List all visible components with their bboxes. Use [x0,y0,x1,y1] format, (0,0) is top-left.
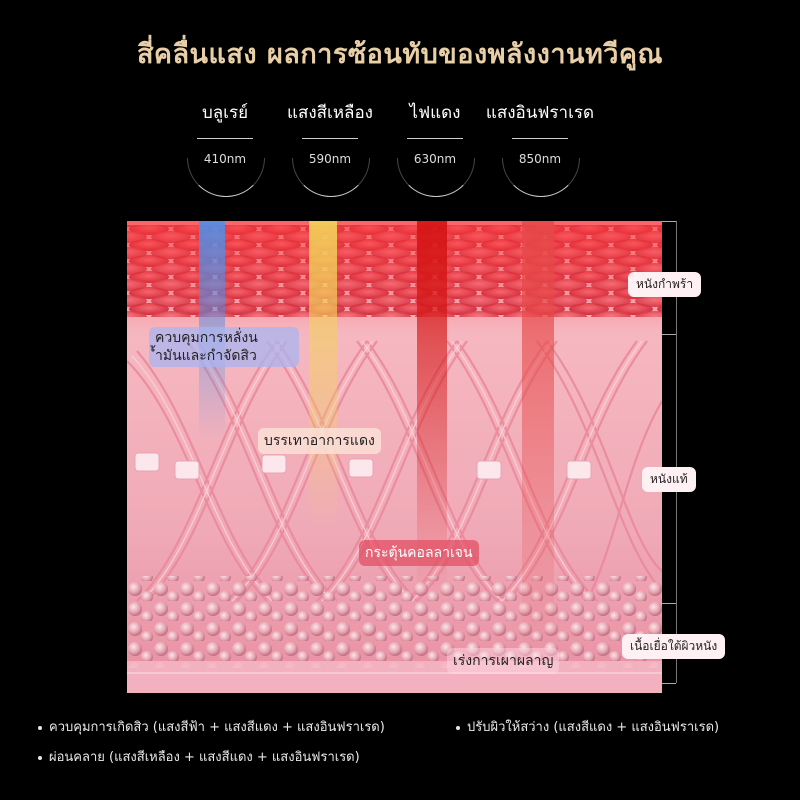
divider [302,138,358,139]
divider [197,138,253,139]
layer-axis [676,221,677,683]
note-text: ปรับผิวให้สว่าง (แสงสีแดง + แสงอินฟราเรด… [467,720,720,735]
wavelength-yellow: แสงสีเหลือง 590nm [270,100,390,166]
wavelength-blue: บลูเรย์ 410nm [165,100,285,166]
bullet-icon [38,755,42,760]
layer-label-epidermis: หนังกำพร้า [628,272,702,297]
effect-label-infrared: เร่งการเผาผลาญ [447,648,560,674]
effect-label-yellow: บรรเทาอาการแดง [258,428,381,454]
layer-tick [662,334,676,335]
layer-label-dermis: หนังแท้ [642,467,696,492]
effect-text-line2: ้ำมันและกำจัดสิว [155,348,257,364]
effect-label-red: กระตุ้นคอลลาเจน [359,540,479,566]
note-item: ปรับผิวให้สว่าง (แสงสีแดง + แสงอินฟราเรด… [456,716,719,737]
bullet-icon [456,725,460,730]
divider [512,138,568,139]
wavelength-infrared: แสงอินฟราเรด 850nm [480,100,600,166]
page-title: สี่คลื่นแสง ผลการซ้อนทับของพลังงานทวีคูณ [136,39,664,70]
wavelength-name: แสงสีเหลือง [287,103,373,123]
divider [407,138,463,139]
effect-label-blue: ควบคุมการหลั่งน ้ำมันและกำจัดสิว [149,327,299,367]
wavelength-name: ไฟแดง [409,103,461,123]
bullet-icon [38,725,42,730]
effect-text-line1: ควบคุมการหลั่งน [155,330,258,346]
lamp-yellow-icon [292,158,370,197]
note-text: ควบคุมการเกิดสิว (แสงสีฟ้า + แสงสีแดง + … [49,720,385,735]
lamp-infrared-icon [502,158,580,197]
wavelength-name: แสงอินฟราเรด [485,103,595,123]
skin-cross-section [127,221,662,693]
note-item: ควบคุมการเกิดสิว (แสงสีฟ้า + แสงสีแดง + … [38,716,385,737]
layer-tick [662,221,676,222]
layer-tick [662,603,676,604]
note-item: ผ่อนคลาย (แสงสีเหลือง + แสงสีแดง + แสงอิ… [38,746,360,767]
wavelength-red: ไฟแดง 630nm [375,100,495,166]
wavelength-name: บลูเรย์ [201,103,249,123]
layer-tick [662,683,676,684]
lamp-red-icon [397,158,475,197]
lamp-blue-icon [187,158,265,197]
note-text: ผ่อนคลาย (แสงสีเหลือง + แสงสีแดง + แสงอิ… [49,750,360,765]
layer-label-subcutaneous: เนื้อเยื่อใต้ผิวหนัง [622,634,726,659]
